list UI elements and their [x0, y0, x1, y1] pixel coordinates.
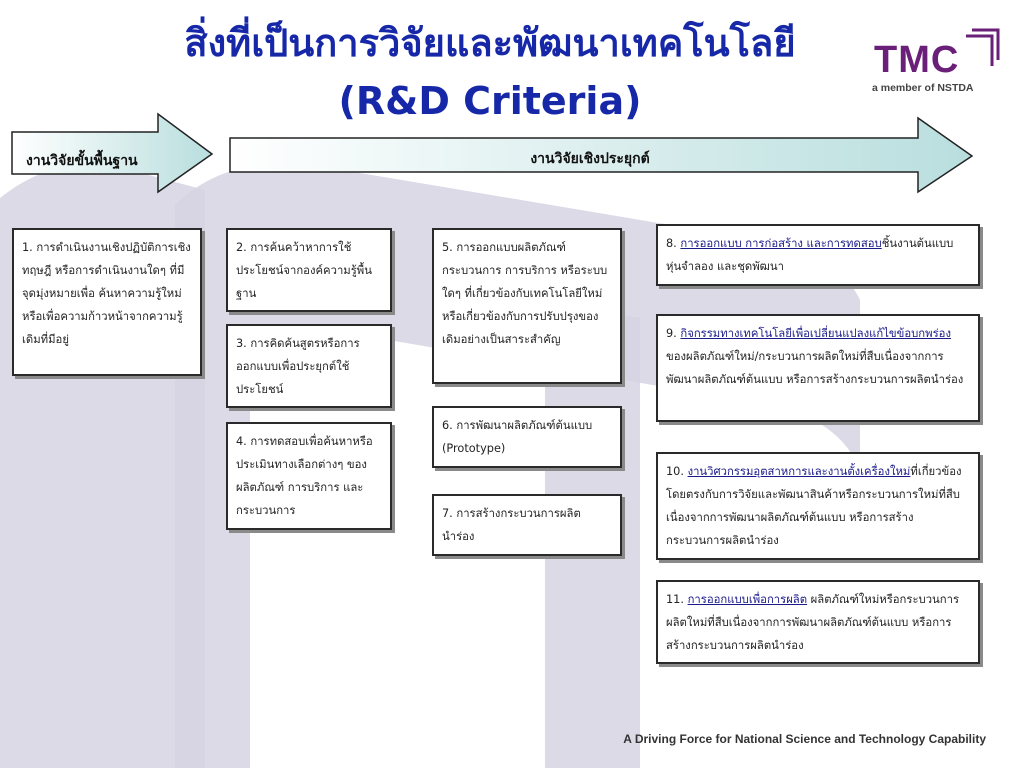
criteria-item-8: 8. การออกแบบ การก่อสร้าง และการทดสอบชิ้น…: [656, 224, 980, 286]
tmc-logo: TMC a member of NSTDA: [866, 28, 1006, 98]
applied-research-label: งานวิจัยเชิงประยุกต์: [530, 151, 650, 167]
criteria-item-10-link[interactable]: งานวิศวกรรมอุตสาหการและงานตั้งเครื่องใหม…: [687, 465, 911, 478]
criteria-item-11: 11. การออกแบบเพื่อการผลิต ผลิตภัณฑ์ใหม่ห…: [656, 580, 980, 664]
basic-research-arrow: [11, 112, 214, 194]
criteria-item-1-text: 1. การดำเนินงานเชิงปฏิบัติการเชิงทฤษฎี ห…: [22, 241, 191, 346]
logo-swoosh-icon: [966, 28, 1000, 66]
criteria-item-10-number: 10.: [666, 465, 684, 478]
arrows-layer: [11, 112, 974, 194]
criteria-item-5: 5. การออกแบบผลิตภัณฑ์ กระบวนการ การบริกา…: [432, 228, 622, 384]
criteria-item-9: 9. กิจกรรมทางเทคโนโลยีเพื่อเปลี่ยนแปลงแก…: [656, 314, 980, 422]
criteria-item-9-number: 9.: [666, 327, 677, 340]
logo-tagline: a member of NSTDA: [872, 82, 974, 94]
criteria-item-4: 4. การทดสอบเพื่อค้นหาหรือประเมินทางเลือก…: [226, 422, 392, 530]
criteria-item-10: 10. งานวิศวกรรมอุตสาหการและงานตั้งเครื่อ…: [656, 452, 980, 560]
criteria-item-4-text: 4. การทดสอบเพื่อค้นหาหรือประเมินทางเลือก…: [236, 435, 373, 517]
slide-title-thai: สิ่งที่เป็นการวิจัยและพัฒนาเทคโนโลยี: [184, 21, 796, 65]
criteria-item-11-text: ผลิตภัณฑ์ใหม่หรือกระบวนการผลิตใหม่ที่สืบ…: [666, 593, 960, 652]
criteria-item-10-text: ที่เกี่ยวข้องโดยตรงกับการวิจัยและพัฒนาสิ…: [666, 465, 962, 547]
criteria-item-8-link[interactable]: การออกแบบ การก่อสร้าง และการทดสอบ: [680, 237, 882, 250]
criteria-item-11-link[interactable]: การออกแบบเพื่อการผลิต: [687, 593, 808, 606]
criteria-item-2: 2. การค้นคว้าหาการใช้ประโยชน์จากองค์ความ…: [226, 228, 392, 312]
criteria-item-7-text: 7. การสร้างกระบวนการผลิตนำร่อง: [442, 507, 581, 543]
slide-title-english: (R&D Criteria): [338, 79, 642, 123]
criteria-item-9-text: ของผลิตภัณฑ์ใหม่/กระบวนการผลิตใหม่ที่สืบ…: [666, 350, 964, 386]
criteria-item-6: 6. การพัฒนาผลิตภัณฑ์ต้นแบบ (Prototype): [432, 406, 622, 468]
logo-wordmark: TMC: [874, 39, 960, 81]
criteria-item-8-text: ชิ้นงานต้นแบบ หุ่นจำลอง และชุดพัฒนา: [666, 237, 954, 273]
criteria-item-8-number: 8.: [666, 237, 677, 250]
criteria-item-2-text: 2. การค้นคว้าหาการใช้ประโยชน์จากองค์ความ…: [236, 241, 372, 300]
criteria-item-6-text: 6. การพัฒนาผลิตภัณฑ์ต้นแบบ (Prototype): [442, 419, 593, 455]
criteria-item-1: 1. การดำเนินงานเชิงปฏิบัติการเชิงทฤษฎี ห…: [12, 228, 202, 376]
criteria-item-3: 3. การคิดค้นสูตรหรือการออกแบบเพื่อประยุก…: [226, 324, 392, 408]
criteria-item-9-link[interactable]: กิจกรรมทางเทคโนโลยีเพื่อเปลี่ยนแปลงแก้ไข…: [680, 327, 951, 340]
criteria-item-5-text: 5. การออกแบบผลิตภัณฑ์ กระบวนการ การบริกา…: [442, 241, 608, 346]
criteria-item-11-number: 11.: [666, 593, 684, 606]
criteria-item-7: 7. การสร้างกระบวนการผลิตนำร่อง: [432, 494, 622, 556]
slide-footer: A Driving Force for National Science and…: [623, 732, 986, 746]
applied-research-arrow: [229, 116, 974, 194]
criteria-item-3-text: 3. การคิดค้นสูตรหรือการออกแบบเพื่อประยุก…: [236, 337, 360, 396]
basic-research-label: งานวิจัยขั้นพื้นฐาน: [26, 153, 138, 169]
